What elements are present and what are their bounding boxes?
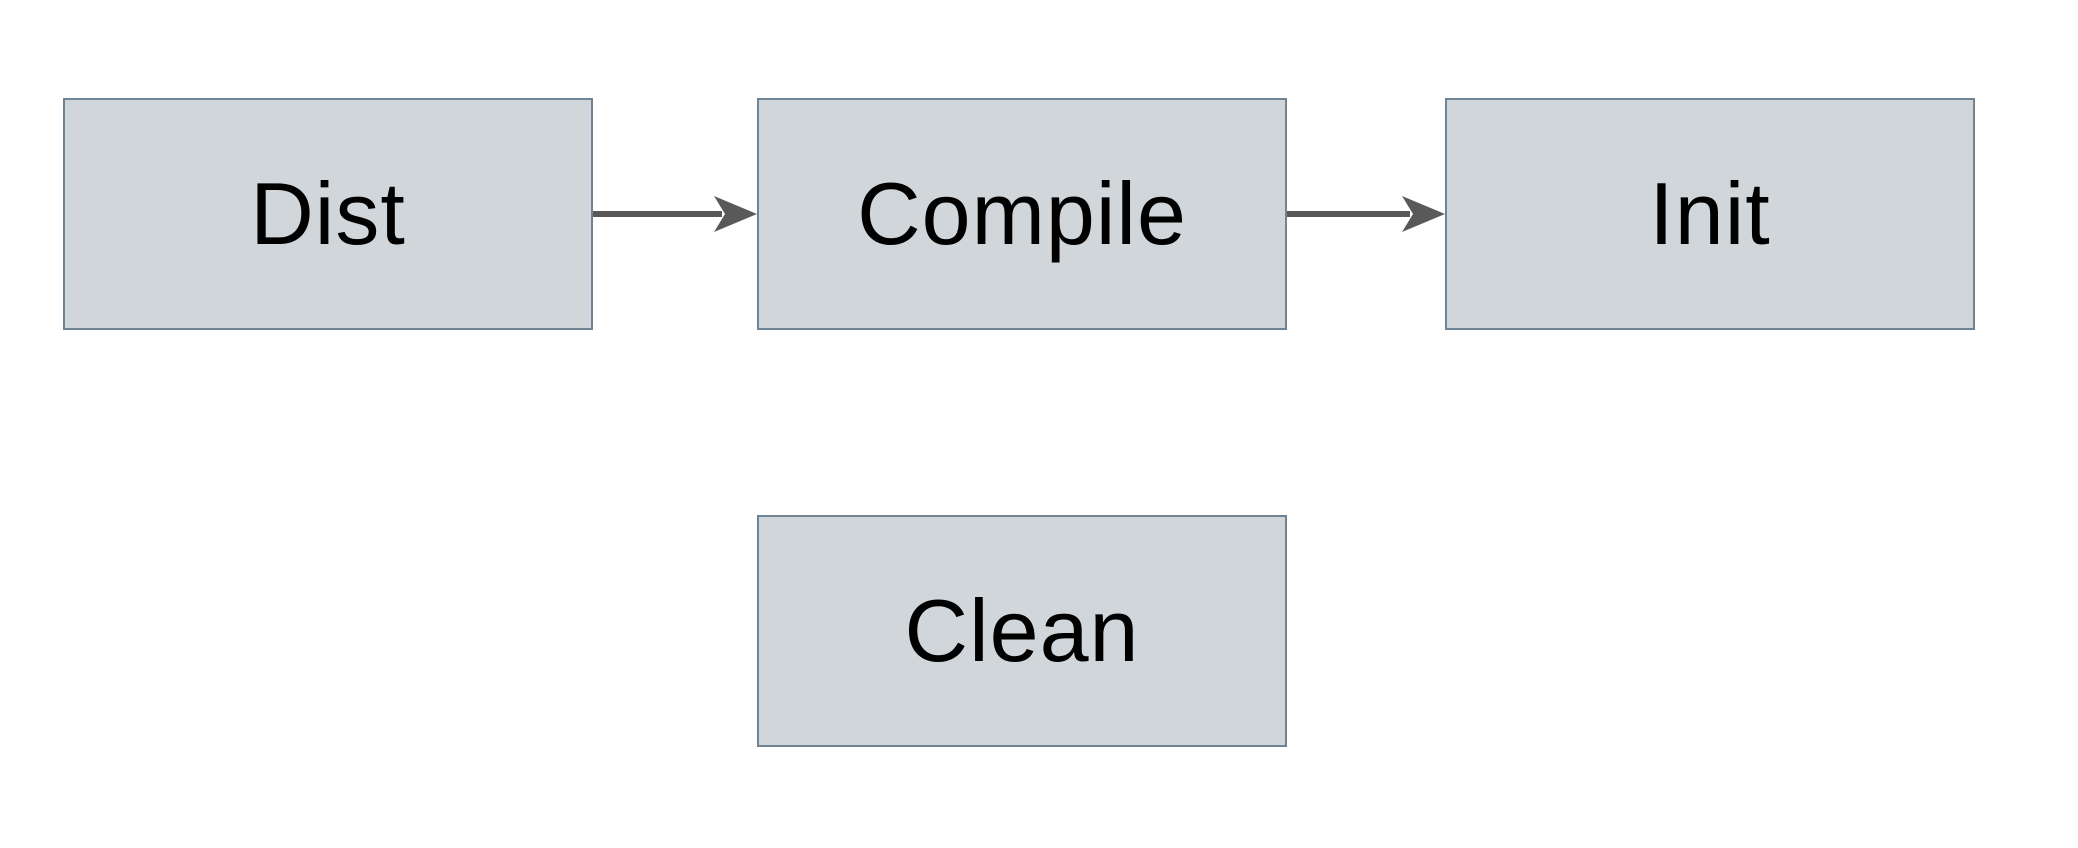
node-dist[interactable]: Dist [63,98,593,330]
node-clean[interactable]: Clean [757,515,1287,747]
connector-compile-init[interactable] [1287,196,1445,232]
arrowhead-icon [1402,196,1445,232]
connector-dist-compile[interactable] [593,196,757,232]
node-compile-label: Compile [857,164,1187,263]
node-dist-label: Dist [250,164,406,263]
node-compile[interactable]: Compile [757,98,1287,330]
node-init[interactable]: Init [1445,98,1975,330]
arrowhead-icon [714,196,757,232]
node-init-label: Init [1649,164,1771,263]
node-clean-label: Clean [904,581,1140,680]
